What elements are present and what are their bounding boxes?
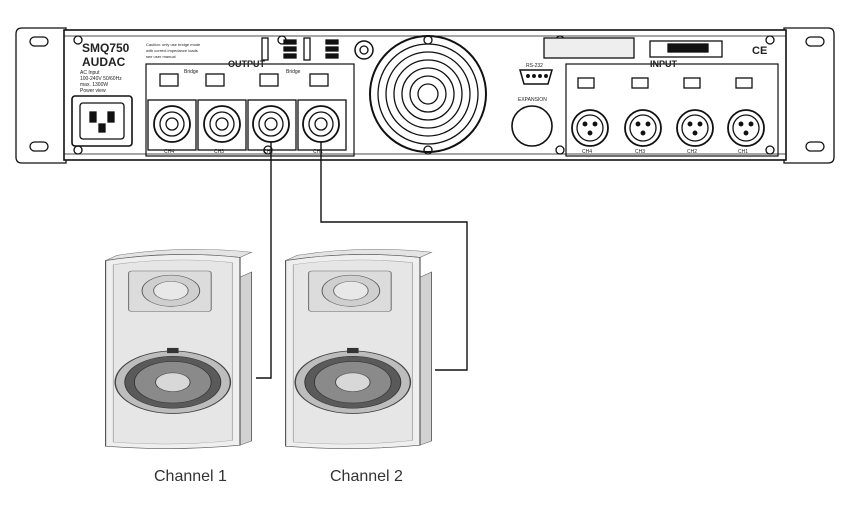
output-ch-label-3: CH3 — [214, 149, 224, 155]
ac-power-inlet — [71, 95, 133, 147]
input-ch-label-4: CH4 — [582, 149, 592, 155]
input-ch-label-2: CH2 — [687, 149, 697, 155]
power-label-2: 100-240V 50/60Hz — [80, 76, 122, 82]
rs232-port — [519, 69, 553, 85]
expansion-cover — [511, 105, 553, 147]
warning-line-3: see user manual — [146, 54, 176, 59]
warning-line-2: with correct impedance loads — [146, 48, 198, 53]
amplifier-rear-panel — [15, 27, 835, 164]
rack-ear-left — [15, 27, 67, 164]
output-ch-label-1: CH1 — [313, 149, 323, 155]
speaker-channel-2 — [284, 248, 433, 450]
output-connectors — [147, 99, 347, 151]
input-section — [565, 63, 779, 157]
output-ch-label-2: CH2 — [263, 149, 273, 155]
panel-text: SMQ750 AUDAC Caution: only use bridge mo… — [80, 41, 767, 155]
warning-line-1: Caution: only use bridge mode — [146, 42, 201, 47]
output-header: OUTPUT — [228, 59, 266, 69]
power-label-3: max. 1300W — [80, 82, 108, 88]
speaker-wires — [256, 142, 468, 379]
model-name: SMQ750 — [82, 41, 130, 55]
wire-channel-2 — [320, 142, 468, 371]
output-section — [145, 63, 355, 157]
xlr-inputs — [571, 109, 765, 147]
caption-channel-2: Channel 2 — [330, 468, 403, 485]
fan-grille — [369, 35, 487, 153]
output-ch-label-4: CH4 — [164, 149, 174, 155]
serial-label — [543, 37, 635, 59]
ground-terminal — [354, 40, 374, 60]
power-label-4: Power view — [80, 88, 106, 94]
input-terminal-blocks — [577, 77, 753, 89]
input-ch-label-3: CH3 — [635, 149, 645, 155]
input-ch-label-1: CH1 — [738, 149, 748, 155]
ce-mark: CE — [752, 45, 767, 57]
wire-channel-1 — [256, 142, 272, 379]
input-header: INPUT — [650, 59, 678, 69]
bridge-label-1: Bridge — [184, 69, 199, 75]
power-label-1: AC Input — [80, 70, 100, 76]
rack-ear-right — [783, 27, 835, 164]
bridge-label-2: Bridge — [286, 69, 301, 75]
caption-channel-1: Channel 1 — [154, 468, 227, 485]
output-terminal-blocks — [159, 73, 329, 87]
speaker-channel-1 — [104, 248, 253, 450]
expansion-label: EXPANSION — [518, 97, 547, 103]
rs232-label: RS-232 — [526, 63, 543, 69]
brand-name: AUDAC — [82, 55, 126, 69]
dip-switches — [261, 37, 339, 61]
